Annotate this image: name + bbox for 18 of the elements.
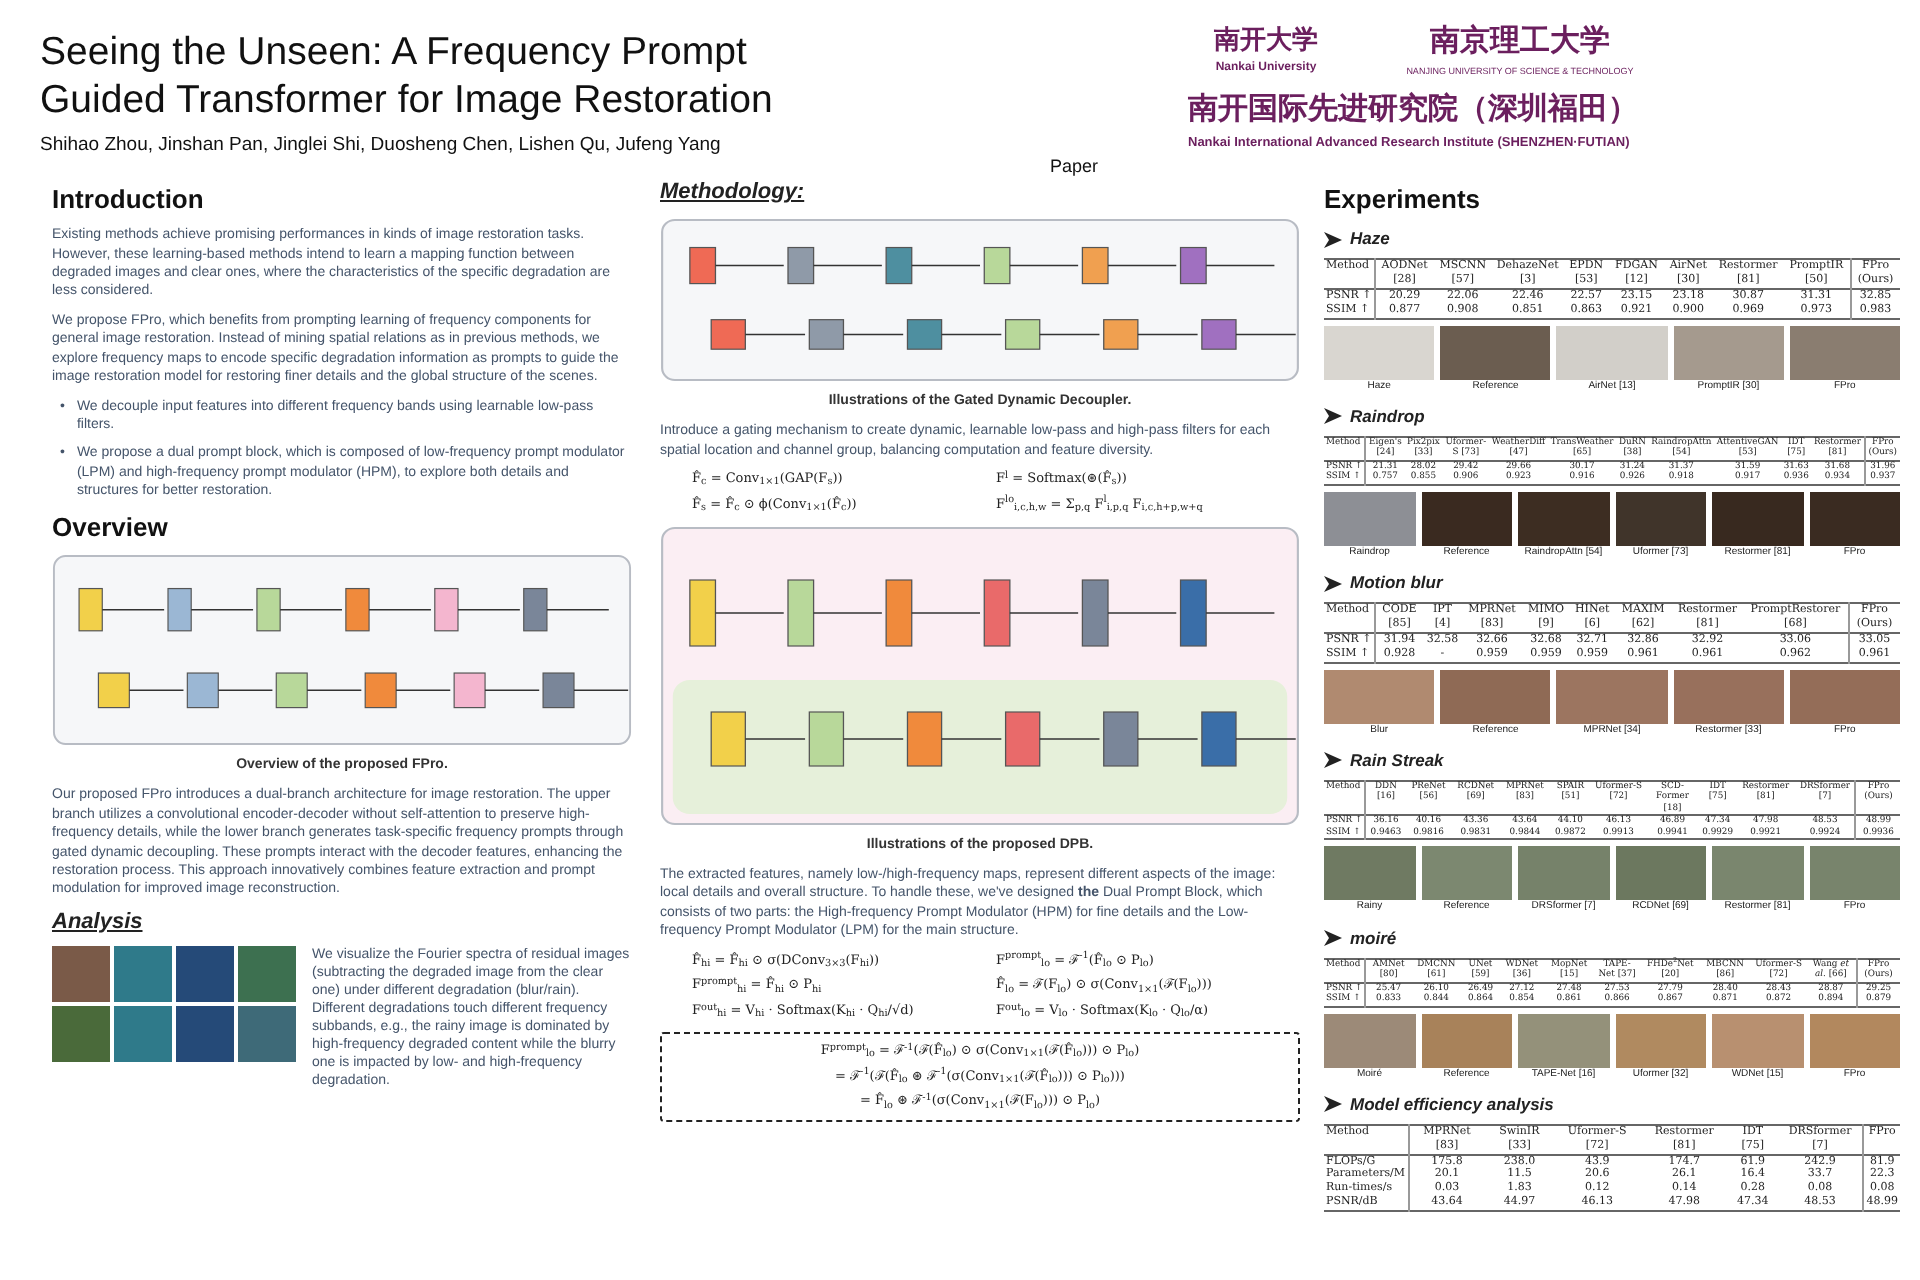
link-label: Paper	[1050, 156, 1099, 176]
university-name: 南京理工大学	[1430, 22, 1610, 62]
section-heading: Introduction	[52, 184, 206, 217]
poster-title: Seeing the Unseen: A Frequency Prompt Guided Transformer for Image Restoration	[40, 28, 775, 124]
subsection-heading: Haze	[1350, 226, 1390, 252]
subsection-heading: Rain Streak	[1350, 748, 1444, 774]
institute-name: 南开国际先进研究院（深圳福田）	[1188, 90, 1640, 130]
section-heading: Methodology:	[660, 180, 807, 208]
equation-box	[660, 1031, 1300, 1123]
subsection-heading: Model efficiency analysis	[1350, 1092, 1554, 1118]
author-list: Shihao Zhou, Jinshan Pan, Jinglei Shi, Duosheng Chen, Lishen Qu, Jufeng Yang	[40, 132, 880, 161]
subsection-heading: moiré	[1350, 925, 1397, 951]
subsection-heading: Raindrop	[1350, 404, 1425, 430]
section-heading: Overview	[52, 511, 170, 544]
section-heading: Experiments	[1324, 184, 1483, 217]
university-name: 南开大学	[1214, 22, 1318, 58]
section-heading: Analysis	[52, 909, 145, 937]
subsection-heading: Motion blur	[1350, 570, 1443, 596]
